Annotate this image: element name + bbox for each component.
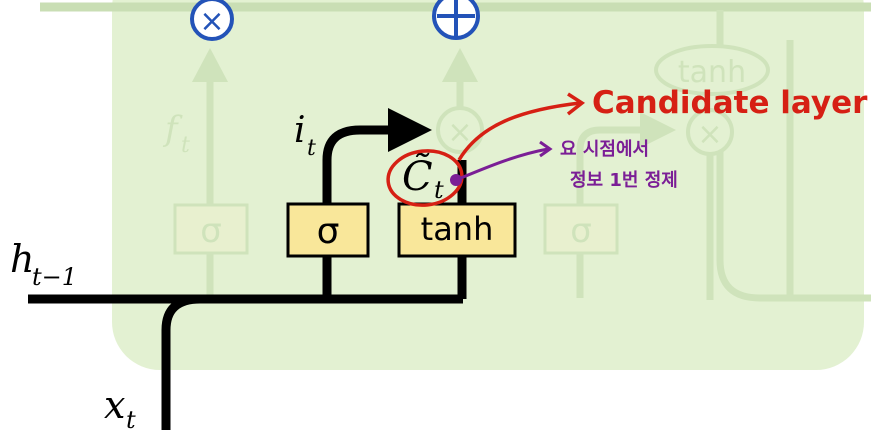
svg-text:×: ×	[697, 117, 722, 152]
sigma-faded-left: σ	[173, 203, 249, 255]
faded-structures	[206, 10, 871, 302]
svg-text:i: i	[294, 110, 306, 151]
svg-text:σ: σ	[317, 211, 340, 252]
svg-text:tanh: tanh	[678, 55, 746, 90]
candidate-annotation: Candidate layer	[592, 85, 868, 121]
input-arrowhead	[388, 108, 432, 152]
label-h-prev: h t−1	[10, 237, 77, 291]
tanh-candidate-gate: tanh	[397, 202, 517, 258]
svg-text:h: h	[10, 237, 34, 281]
candidate-highlight-circle	[386, 149, 464, 207]
svg-text:t: t	[434, 176, 444, 204]
korean-annotation-line2: 정보 1번 정제	[570, 170, 678, 191]
sigma-faded-right: σ	[543, 203, 619, 255]
tanh-faded-top: tanh	[654, 44, 770, 96]
label-i-t: i t	[294, 110, 316, 161]
label-c-tilde: C̃ t	[402, 153, 444, 204]
svg-text:x: x	[104, 383, 125, 427]
sigma-input-gate: σ	[286, 202, 370, 258]
svg-text:t: t	[181, 133, 190, 158]
multiply-faded-left: ×	[436, 106, 484, 154]
korean-annotation-line1: 요 시점에서	[560, 139, 649, 160]
svg-text:σ: σ	[200, 211, 222, 251]
multiply-faded-right: ×	[686, 108, 734, 156]
label-x-t: x t	[104, 383, 136, 434]
svg-text:tanh: tanh	[421, 210, 494, 248]
svg-text:t: t	[307, 136, 316, 161]
svg-text:×: ×	[199, 4, 224, 39]
cell-background	[112, 0, 864, 370]
candidate-arrow	[457, 101, 581, 161]
faded-arrowheads	[192, 48, 676, 148]
svg-text:σ: σ	[570, 211, 592, 251]
multiply-op-top: ×	[190, 0, 234, 41]
candidate-arrowhead	[566, 92, 586, 116]
korean-arrowhead	[539, 140, 553, 158]
svg-text:C̃: C̃	[402, 153, 433, 200]
svg-text:t: t	[126, 406, 136, 434]
svg-text:t−1: t−1	[32, 263, 77, 291]
add-op-top	[432, 0, 480, 40]
svg-text:×: ×	[447, 115, 472, 150]
korean-arrow	[455, 147, 549, 182]
